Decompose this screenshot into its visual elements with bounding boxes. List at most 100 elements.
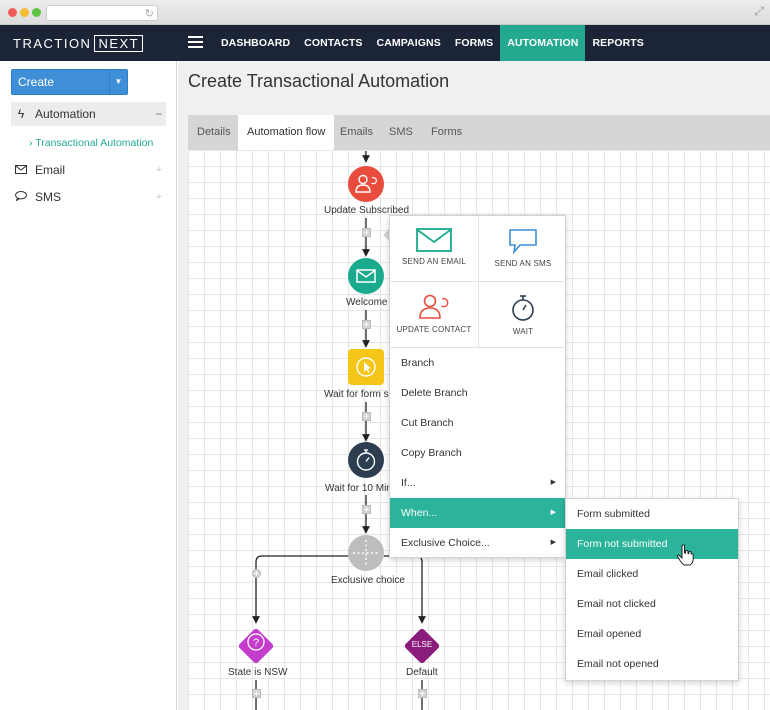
tab-bar: Details Automation flow Emails SMS Forms	[188, 115, 770, 150]
tab-automation-flow[interactable]: Automation flow	[238, 115, 335, 150]
update-contact-icon	[419, 294, 449, 319]
stopwatch-icon	[512, 295, 534, 321]
tab-sms[interactable]: SMS	[389, 126, 413, 138]
else-badge: ELSE	[411, 640, 433, 649]
minimize-window-button[interactable]	[20, 8, 29, 17]
flow-node-welcome[interactable]	[348, 258, 384, 294]
submenu-item-form-submitted[interactable]: Form submitted	[577, 508, 650, 520]
hamburger-menu-icon[interactable]	[188, 36, 203, 49]
tile-divider	[478, 216, 479, 348]
address-bar[interactable]: ↻	[46, 5, 158, 21]
nav-dashboard[interactable]: DASHBOARD	[221, 37, 291, 49]
tile-label: SEND AN EMAIL	[402, 257, 466, 266]
add-step-button[interactable]: +	[252, 689, 261, 698]
nav-contacts[interactable]: CONTACTS	[304, 37, 363, 49]
flow-node-label: Update Subscribed	[324, 205, 410, 216]
question-icon: ?	[238, 632, 274, 655]
sidebar-item-email[interactable]: Email +	[11, 158, 166, 182]
nav-reports[interactable]: REPORTS	[592, 37, 644, 49]
envelope-icon	[11, 163, 31, 177]
menu-item-branch[interactable]: Branch	[390, 348, 566, 378]
brand-logo[interactable]: TRACTION NEXT	[13, 35, 144, 52]
menu-item-label: If...	[401, 477, 416, 489]
fullscreen-icon[interactable]: ⤢	[754, 4, 764, 18]
maximize-window-button[interactable]	[32, 8, 41, 17]
flow-node-label: State is NSW	[228, 667, 288, 678]
envelope-icon	[356, 269, 376, 283]
expand-icon[interactable]: +	[155, 191, 163, 203]
browser-chrome: ↻ ⤢	[0, 0, 770, 25]
tile-update-contact[interactable]: UPDATE CONTACT	[390, 282, 478, 348]
tab-details[interactable]: Details	[197, 126, 231, 138]
lightning-icon: ϟ	[17, 107, 25, 121]
add-step-button[interactable]: +	[362, 320, 371, 329]
nav-automation[interactable]: AUTOMATION	[500, 25, 586, 61]
nav-forms[interactable]: FORMS	[454, 37, 494, 49]
close-window-button[interactable]	[8, 8, 17, 17]
sidebar-item-automation[interactable]: ϟ Automation −	[11, 102, 166, 126]
envelope-icon	[416, 228, 452, 252]
stopwatch-icon	[356, 449, 376, 471]
tile-send-sms[interactable]: SEND AN SMS	[479, 216, 567, 282]
menu-item-if[interactable]: If... ▶	[390, 468, 566, 498]
menu-item-exclusive-choice[interactable]: Exclusive Choice...▶	[390, 528, 566, 558]
add-step-button[interactable]: +	[362, 412, 371, 421]
nav-campaigns[interactable]: CAMPAIGNS	[376, 37, 441, 49]
caret-down-icon[interactable]: ▼	[109, 70, 127, 94]
menu-item-cut-branch[interactable]: Cut Branch	[390, 408, 566, 438]
tile-wait[interactable]: WAIT	[479, 282, 567, 348]
split-icon	[353, 540, 379, 566]
flow-node-label: Wait for form su	[324, 389, 395, 400]
chat-bubble-icon	[509, 229, 537, 254]
sidebar-subitem-transactional-automation[interactable]: › Transactional Automation	[29, 137, 154, 149]
menu-item-label: Copy Branch	[401, 447, 462, 459]
sidebar: Create Automation ▼ ϟ Automation − › Tra…	[0, 61, 177, 710]
flow-node-update-subscribed[interactable]	[348, 166, 384, 202]
add-step-button[interactable]: +	[362, 505, 371, 514]
page-title: Create Transactional Automation	[188, 71, 450, 91]
when-submenu: Form submitted Form not submitted Email …	[565, 498, 739, 681]
flow-node-label: Welcome	[346, 297, 388, 308]
submenu-item-email-clicked[interactable]: Email clicked	[577, 568, 639, 580]
tab-forms[interactable]: Forms	[431, 126, 463, 138]
hand-cursor-icon	[676, 544, 694, 566]
menu-item-label: Delete Branch	[401, 387, 468, 399]
tab-emails[interactable]: Emails	[340, 126, 374, 138]
menu-item-copy-branch[interactable]: Copy Branch	[390, 438, 566, 468]
top-navigation: TRACTION NEXT DASHBOARD CONTACTS CAMPAIG…	[0, 25, 770, 61]
add-step-button[interactable]: +	[362, 228, 371, 237]
collapse-icon[interactable]: −	[155, 107, 163, 121]
tile-divider	[390, 347, 566, 348]
reload-icon[interactable]: ↻	[144, 8, 154, 20]
submenu-item-email-opened[interactable]: Email opened	[577, 628, 642, 640]
menu-item-label: When...	[401, 507, 438, 519]
chevron-right-icon: ▶	[550, 479, 556, 486]
sidebar-item-label: Email	[35, 163, 66, 177]
flow-node-wait-10-min[interactable]	[348, 442, 384, 478]
chat-bubble-icon	[11, 190, 31, 204]
tile-label: UPDATE CONTACT	[396, 325, 472, 334]
add-step-button[interactable]: +	[418, 689, 427, 698]
flow-node-exclusive-choice[interactable]	[348, 535, 384, 571]
flow-node-label: Default	[406, 667, 438, 678]
svg-text:?: ?	[253, 637, 259, 649]
tile-send-email[interactable]: SEND AN EMAIL	[390, 216, 478, 282]
update-contact-icon	[355, 174, 377, 193]
menu-item-when[interactable]: When...▶	[390, 498, 566, 528]
expand-icon[interactable]: +	[155, 164, 163, 176]
submenu-item-form-not-submitted[interactable]: Form not submitted	[566, 529, 738, 559]
flow-node-label: Wait for 10 Min	[325, 483, 392, 494]
flow-node-wait-for-form[interactable]	[348, 349, 384, 385]
add-step-button[interactable]: +	[252, 569, 261, 578]
tile-divider	[390, 281, 566, 282]
sidebar-item-sms[interactable]: SMS +	[11, 185, 166, 209]
brand-next-text: NEXT	[94, 35, 144, 52]
menu-item-label: Branch	[401, 357, 435, 369]
chevron-right-icon: ▶	[550, 539, 556, 546]
sidebar-item-label: SMS	[35, 190, 62, 204]
submenu-item-email-not-opened[interactable]: Email not opened	[577, 658, 659, 670]
menu-item-delete-branch[interactable]: Delete Branch	[390, 378, 566, 408]
cursor-icon	[356, 357, 376, 377]
submenu-item-email-not-clicked[interactable]: Email not clicked	[577, 598, 656, 610]
